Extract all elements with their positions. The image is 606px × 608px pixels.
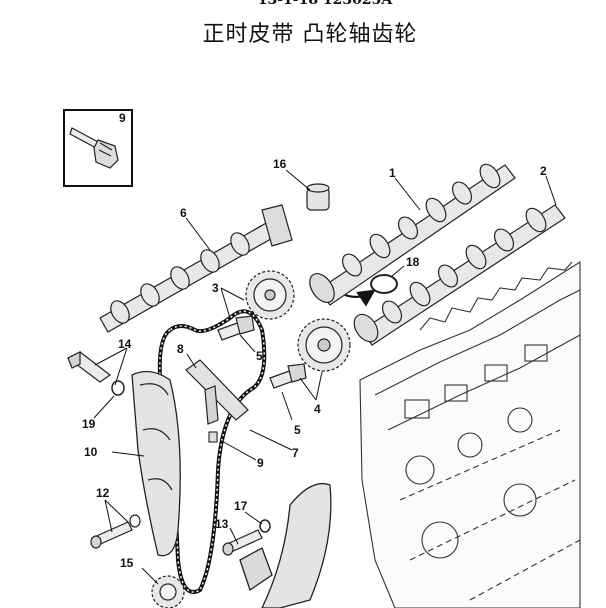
camshaft-6 <box>99 204 293 333</box>
callout-10: 10 <box>84 445 98 459</box>
part-18-oring <box>370 274 398 294</box>
guide-8 <box>185 359 249 425</box>
callout-9-inset: 9 <box>119 111 126 125</box>
callout-17: 17 <box>234 499 248 513</box>
bolt-14 <box>66 351 112 383</box>
callout-5-upper: 5 <box>256 349 263 363</box>
callout-8: 8 <box>177 342 184 356</box>
bolt-9-small <box>208 431 218 443</box>
washer-17 <box>259 519 271 533</box>
tensioner-rail-10 <box>131 370 181 557</box>
callout-1: 1 <box>389 166 396 180</box>
camshaft-1 <box>309 163 516 306</box>
arrow-18 <box>344 289 376 307</box>
washer-19 <box>111 380 125 396</box>
callout-15: 15 <box>120 556 134 570</box>
camshaft-2 <box>353 204 566 346</box>
callout-5-lower: 5 <box>294 423 301 437</box>
callout-6: 6 <box>180 206 187 220</box>
callout-19: 19 <box>82 417 96 431</box>
callout-4: 4 <box>314 402 321 416</box>
part-16-sleeve <box>306 183 330 211</box>
lower-guide <box>239 482 332 608</box>
diagram-code: 13-1-18 123025A <box>257 0 393 8</box>
inset-bolt-box <box>63 109 133 187</box>
callout-3: 3 <box>212 281 219 295</box>
bolts-5 <box>217 315 307 389</box>
page-title: 正时皮带 凸轮轴齿轮 <box>202 22 418 47</box>
callout-14: 14 <box>118 337 132 351</box>
bolt-12 <box>90 514 141 549</box>
callout-12: 12 <box>96 486 110 500</box>
sprocket-15 <box>151 575 185 608</box>
leader-lines <box>93 169 557 585</box>
callout-13: 13 <box>215 517 229 531</box>
callout-labels: 9 1 2 16 6 18 3 5 14 8 4 5 19 10 7 9 12 … <box>82 111 547 570</box>
callout-7: 7 <box>292 446 299 460</box>
callout-18: 18 <box>406 255 420 269</box>
bolt-13 <box>222 529 263 556</box>
callout-2: 2 <box>540 164 547 178</box>
engine-block <box>359 261 581 608</box>
sprocket-4 <box>297 318 351 372</box>
callout-16: 16 <box>273 157 287 171</box>
callout-9: 9 <box>257 456 264 470</box>
sprocket-3 <box>245 270 295 320</box>
